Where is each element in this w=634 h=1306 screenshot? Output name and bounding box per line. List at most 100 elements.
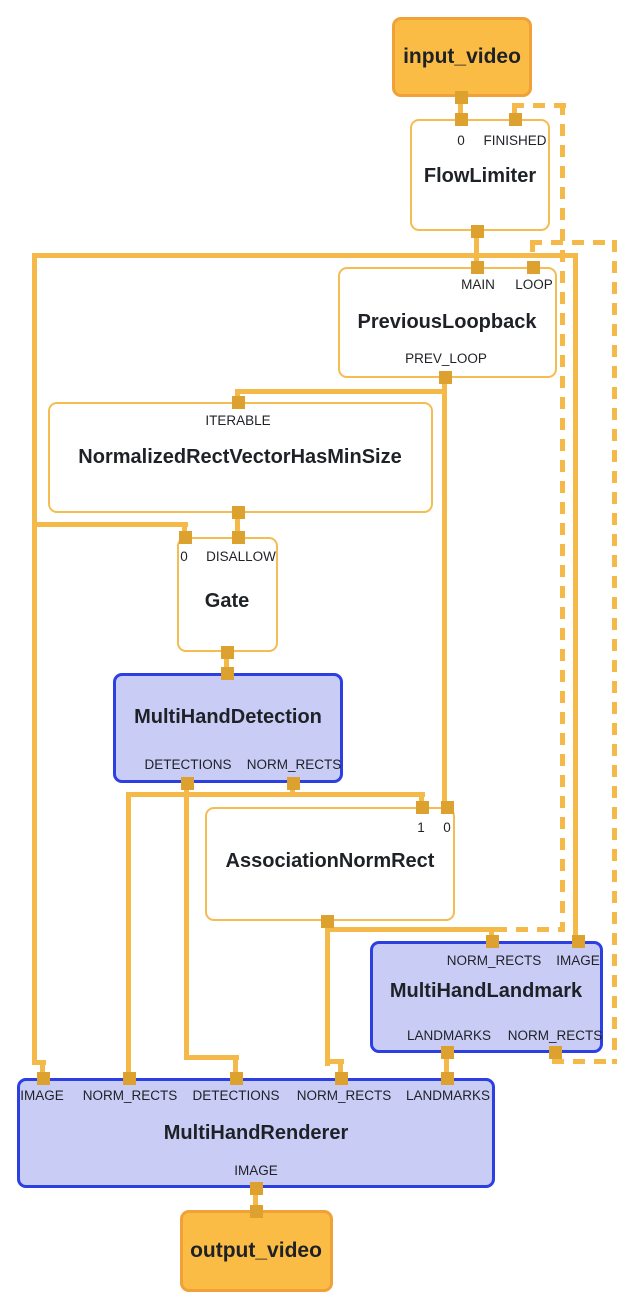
port-renderer-detections-in [230, 1072, 243, 1085]
edge-detections-v [184, 783, 189, 1060]
port-previousloopback-main [471, 261, 484, 274]
port-renderer-normrects1-in [123, 1072, 136, 1085]
port-landmark-image-in [572, 935, 585, 948]
port-detection-normrects [287, 777, 300, 790]
port-label-detection-detections: DETECTIONS [144, 757, 232, 772]
port-label-assoc-in0: 0 [443, 820, 451, 835]
port-label-landmark-landmarks-out: LANDMARKS [406, 1028, 492, 1043]
edge-minsize-to-disallow [235, 512, 240, 539]
backedge-loop-bottom-h [552, 1059, 617, 1064]
port-flowlimiter-in0 [455, 113, 468, 126]
port-label-flowlimiter-in0: 0 [457, 133, 465, 148]
port-label-previousloopback-loop: LOOP [515, 277, 553, 292]
node-multihandlandmark[interactable] [370, 941, 603, 1053]
port-assoc-in1 [416, 801, 429, 814]
edge-handrects-v [325, 921, 330, 1066]
backedge-loop-drop [530, 240, 535, 270]
node-gate[interactable] [177, 537, 278, 652]
edge-prevloop-stub [442, 377, 447, 393]
port-gate-out [221, 646, 234, 659]
port-renderer-image-in [37, 1072, 50, 1085]
edge-handrects-to-renderer-h [325, 1059, 344, 1064]
backedge-loop-top-h [530, 240, 617, 245]
port-landmark-normrects-in [486, 935, 499, 948]
port-label-gate-in0: 0 [180, 549, 188, 564]
edge-prevloop-to-assoc0 [442, 389, 447, 809]
edge-throttled-video-renderer-drop [40, 1060, 45, 1080]
port-detection-in [221, 667, 234, 680]
port-outputvideo-in [250, 1205, 263, 1218]
node-output-video[interactable] [180, 1210, 333, 1292]
node-title-flowlimiter: FlowLimiter [423, 165, 537, 187]
port-previousloopback-loop [527, 261, 540, 274]
node-title-output-video: output_video [190, 1239, 322, 1262]
edge-renderer-to-outputvideo [253, 1188, 258, 1213]
port-label-renderer-normrects2-in: NORM_RECTS [296, 1088, 392, 1103]
edge-detnormrects-h [126, 792, 425, 797]
edge-throttled-video-to-gate-v [182, 522, 187, 539]
port-label-renderer-image-out: IMAGE [234, 1163, 278, 1178]
edge-handrects-to-renderer-v [338, 1059, 343, 1080]
node-previousloopback[interactable] [338, 267, 557, 378]
backedge-finished-top-h [512, 103, 566, 108]
port-landmark-landmarks-out [441, 1046, 454, 1059]
port-label-renderer-landmarks-in: LANDMARKS [405, 1088, 491, 1103]
node-multihanddetection[interactable] [113, 673, 343, 783]
edge-landmarks-to-renderer [444, 1052, 449, 1080]
port-label-renderer-image-in: IMAGE [20, 1088, 64, 1103]
port-label-previousloopback-main: MAIN [461, 277, 495, 292]
edge-detnormrects-to-renderer [126, 792, 131, 1080]
node-title-multihandrenderer: MultiHandRenderer [163, 1122, 349, 1144]
node-title-minsize: NormalizedRectVectorHasMinSize [78, 446, 402, 468]
node-title-associationnormrect: AssociationNormRect [225, 850, 435, 872]
edge-detnormrects-stub [290, 783, 295, 797]
port-detection-detections [181, 777, 194, 790]
port-renderer-image-out [250, 1182, 263, 1195]
edge-gate-to-detection [224, 652, 229, 675]
port-label-renderer-detections-in: DETECTIONS [192, 1088, 280, 1103]
port-label-assoc-in1: 1 [417, 820, 425, 835]
edge-throttled-video-hrail [32, 253, 578, 258]
edge-detections-jog-h [184, 1055, 239, 1060]
edge-prevloop-to-iterable-h [235, 389, 447, 394]
port-label-landmark-normrects-out: NORM_RECTS [507, 1028, 603, 1043]
edge-detnormrects-to-assoc1 [419, 792, 424, 809]
edge-throttled-video-left-rail [32, 253, 37, 1065]
port-label-flowlimiter-finished: FINISHED [483, 133, 547, 148]
node-title-multihanddetection: MultiHandDetection [134, 706, 322, 728]
port-label-renderer-normrects1-in: NORM_RECTS [82, 1088, 178, 1103]
node-title-input-video: input_video [403, 45, 521, 68]
edge-flowlimiter-to-main [474, 231, 479, 269]
port-assoc-out [321, 915, 334, 928]
backedge-finished-rail [560, 103, 565, 932]
port-landmark-normrects-out [549, 1046, 562, 1059]
edge-throttled-video-to-gate-h [32, 522, 188, 527]
port-flowlimiter-finished [509, 113, 522, 126]
port-assoc-in0 [441, 801, 454, 814]
port-label-previousloopback-prevloop: PREV_LOOP [405, 351, 487, 366]
port-label-minsize-iterable: ITERABLE [205, 413, 271, 428]
node-input-video[interactable] [392, 17, 532, 97]
port-gate-disallow [232, 531, 245, 544]
port-label-detection-normrects: NORM_RECTS [246, 757, 342, 772]
port-renderer-landmarks-in [441, 1072, 454, 1085]
port-minsize-iterable [232, 396, 245, 409]
edge-inputvideo-to-flowlimiter [458, 97, 463, 121]
node-title-previousloopback: PreviousLoopback [357, 311, 537, 333]
backedge-finished-bottom-h [495, 927, 565, 932]
port-previousloopback-prevloop [439, 371, 452, 384]
port-gate-in0 [179, 531, 192, 544]
port-label-landmark-image-in: IMAGE [556, 953, 600, 968]
node-flowlimiter[interactable] [410, 119, 550, 231]
edge-handrects-to-landmark-h [325, 927, 495, 932]
edge-throttled-video-renderer-jog [32, 1060, 46, 1065]
edge-throttled-video-right-rail [573, 253, 578, 943]
port-inputvideo-out [455, 91, 468, 104]
backedge-loop-rail [612, 240, 617, 1064]
node-title-multihandlandmark: MultiHandLandmark [389, 980, 583, 1002]
port-renderer-normrects2-in [335, 1072, 348, 1085]
port-label-gate-disallow: DISALLOW [206, 549, 276, 564]
node-title-gate: Gate [204, 590, 250, 612]
edge-detections-drop [233, 1055, 238, 1080]
